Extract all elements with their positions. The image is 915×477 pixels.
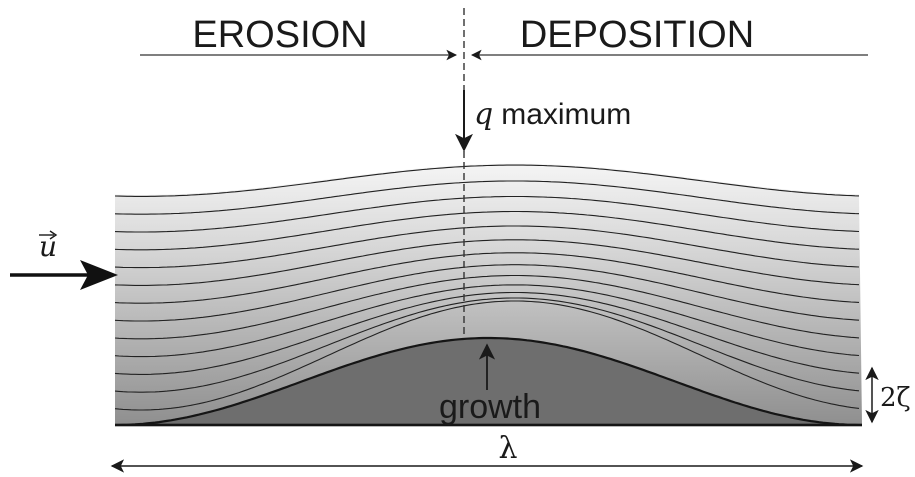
streamline: [114, 225, 860, 269]
streamline: [114, 195, 860, 233]
velocity-arrowhead: [80, 260, 118, 290]
streamline: [114, 239, 860, 286]
growth-label: growth: [439, 388, 541, 426]
streamline: [114, 180, 860, 215]
streamline: [114, 274, 860, 340]
velocity-vector-bar-tip: [49, 230, 58, 240]
flow-region: [115, 163, 862, 425]
streamlines: [114, 164, 860, 411]
streamline: [114, 300, 860, 411]
streamline: [114, 297, 860, 393]
bedform-bump: [115, 336, 862, 427]
wavelength-label: λ: [498, 431, 517, 466]
streamline: [114, 284, 860, 358]
deposition-label: DEPOSITION: [520, 14, 754, 56]
streamline: [114, 252, 860, 304]
streamline: [114, 291, 860, 375]
streamline: [114, 264, 860, 322]
streamline: [114, 210, 860, 251]
q-maximum-text: maximum: [501, 98, 631, 131]
amplitude-label: 2ζ: [880, 383, 911, 413]
q-symbol: q: [474, 97, 493, 132]
velocity-symbol: u: [39, 230, 57, 263]
erosion-label: EROSION: [192, 14, 367, 56]
streamline: [114, 164, 860, 197]
